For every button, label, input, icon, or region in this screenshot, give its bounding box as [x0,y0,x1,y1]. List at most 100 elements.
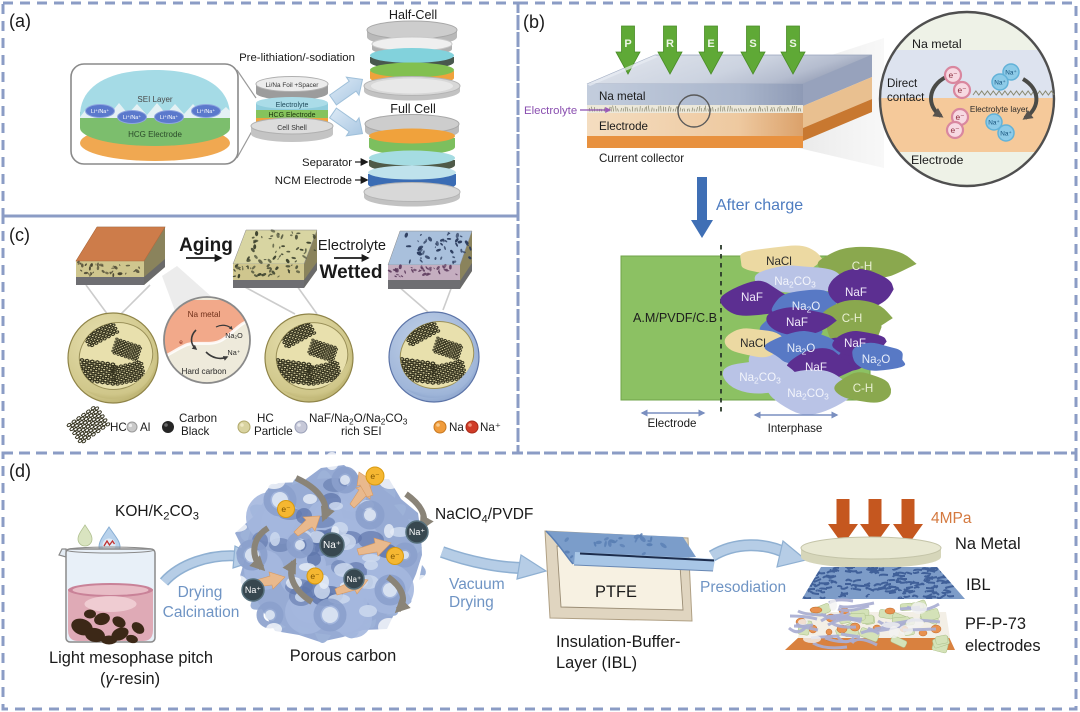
svg-text:e⁻: e⁻ [370,471,380,481]
svg-text:Layer (IBL): Layer (IBL) [556,654,637,672]
svg-text:Drying: Drying [449,594,494,611]
svg-text:e⁻: e⁻ [310,571,320,581]
svg-text:(d): (d) [9,461,31,481]
svg-text:Li⁺/Na⁺: Li⁺/Na⁺ [91,109,109,115]
svg-text:Na2O: Na2O [787,342,816,357]
svg-text:Li⁺/Na⁺: Li⁺/Na⁺ [197,109,215,115]
svg-text:Insulation-Buffer-: Insulation-Buffer- [556,633,681,651]
svg-text:electrodes: electrodes [965,637,1041,655]
svg-text:NaF: NaF [805,361,827,374]
svg-text:Na: Na [449,421,464,434]
svg-text:NaF: NaF [741,291,763,304]
svg-text:Electrode: Electrode [911,153,963,167]
svg-text:Na⁺: Na⁺ [323,540,341,551]
svg-text:NCM Electrode: NCM Electrode [275,175,352,187]
svg-text:NaCl: NaCl [740,337,766,350]
svg-text:Black: Black [181,425,210,438]
svg-text:Separator: Separator [302,157,352,169]
svg-text:R: R [666,38,674,50]
svg-text:A.M/PVDF/C.B: A.M/PVDF/C.B [633,311,717,325]
svg-text:Electrolyte: Electrolyte [318,238,386,254]
svg-text:Electrode: Electrode [599,120,648,133]
svg-text:Na₂O: Na₂O [225,331,243,340]
svg-text:Na⁺: Na⁺ [347,575,361,584]
svg-text:Carbon: Carbon [179,412,217,425]
svg-text:S: S [789,38,796,50]
svg-text:Li⁺/Na⁺: Li⁺/Na⁺ [160,115,178,121]
svg-text:Particle: Particle [254,425,293,438]
svg-text:Wetted: Wetted [320,262,383,283]
svg-text:Half-Cell: Half-Cell [389,8,437,22]
svg-text:Interphase: Interphase [768,422,823,435]
svg-text:e⁻: e⁻ [948,70,957,80]
svg-text:HC: HC [257,412,274,425]
svg-text:After charge: After charge [716,197,803,214]
svg-text:Drying: Drying [178,584,223,601]
svg-text:(γ-resin): (γ-resin) [100,670,160,688]
svg-text:Electrolyte: Electrolyte [276,102,309,109]
svg-text:Li/Na Foil +Spacer: Li/Na Foil +Spacer [266,82,320,89]
svg-text:Electrode: Electrode [648,417,697,430]
svg-text:e⁻: e⁻ [281,504,291,514]
svg-text:Na⁺: Na⁺ [480,421,501,434]
svg-text:Na Metal: Na Metal [955,535,1021,553]
svg-text:KOH/K2CO3: KOH/K2CO3 [115,503,199,522]
svg-text:rich SEI: rich SEI [341,425,382,438]
svg-text:Na metal: Na metal [912,37,962,51]
svg-text:Na2CO3: Na2CO3 [774,275,816,290]
svg-text:Electrolyte layer: Electrolyte layer [970,105,1029,114]
svg-text:C-H: C-H [853,382,874,395]
svg-text:Presodiation: Presodiation [700,579,786,596]
svg-text:NaF: NaF [844,337,866,350]
svg-text:Direct: Direct [887,77,918,90]
svg-text:Na2O: Na2O [862,353,891,368]
svg-text:(c): (c) [9,225,30,245]
svg-text:NaCl: NaCl [766,255,792,268]
svg-text:Porous carbon: Porous carbon [290,647,397,665]
svg-text:C-H: C-H [842,312,863,325]
svg-text:NaF: NaF [786,316,808,329]
svg-text:Na metal: Na metal [599,90,645,103]
svg-text:e⁻: e⁻ [957,85,966,95]
svg-text:Na⁺: Na⁺ [245,585,262,595]
svg-text:Aging: Aging [179,235,233,256]
svg-text:P: P [624,38,631,50]
svg-text:Full Cell: Full Cell [390,102,436,116]
svg-text:NaF/Na2O/Na2CO3: NaF/Na2O/Na2CO3 [309,412,408,427]
svg-text:Li⁺/Na⁺: Li⁺/Na⁺ [123,115,141,121]
svg-text:Na metal: Na metal [188,310,221,319]
svg-text:HCG Electrode: HCG Electrode [268,112,315,119]
svg-text:e: e [179,339,183,346]
svg-text:IBL: IBL [966,576,991,594]
svg-text:4MPa: 4MPa [931,510,972,527]
svg-text:Vacuum: Vacuum [449,576,505,593]
svg-text:Electrolyte: Electrolyte [524,105,577,117]
svg-text:(b): (b) [523,12,545,32]
svg-text:e⁻: e⁻ [955,112,964,122]
svg-text:Na⁺: Na⁺ [994,80,1006,87]
svg-text:Na⁺: Na⁺ [1005,70,1017,77]
svg-text:NaClO4/PVDF: NaClO4/PVDF [435,506,533,525]
svg-text:Na⁺: Na⁺ [409,527,426,537]
svg-text:E: E [707,38,714,50]
svg-text:Light mesophase pitch: Light mesophase pitch [49,649,213,667]
svg-text:contact: contact [887,91,925,104]
svg-text:Calcination: Calcination [163,604,240,621]
svg-text:e⁻: e⁻ [390,551,400,561]
svg-text:Current collector: Current collector [599,152,684,165]
svg-text:Hard carbon: Hard carbon [181,367,227,376]
svg-text:NaF: NaF [845,286,867,299]
svg-text:C-H: C-H [852,260,873,273]
svg-text:e⁻: e⁻ [950,125,959,135]
svg-text:Na2CO3: Na2CO3 [787,387,829,402]
svg-text:Cell Shell: Cell Shell [277,125,307,132]
svg-text:HCG Electrode: HCG Electrode [128,130,182,139]
svg-text:Pre-lithiation/-sodiation: Pre-lithiation/-sodiation [239,52,355,64]
svg-text:Na⁺: Na⁺ [988,120,1000,127]
svg-text:Al: Al [140,421,150,434]
svg-text:(a): (a) [9,11,31,31]
svg-text:PF-P-73: PF-P-73 [965,615,1026,633]
svg-text:Na⁺: Na⁺ [228,348,241,357]
svg-text:HC: HC [110,421,127,434]
svg-text:PTFE: PTFE [595,583,637,601]
